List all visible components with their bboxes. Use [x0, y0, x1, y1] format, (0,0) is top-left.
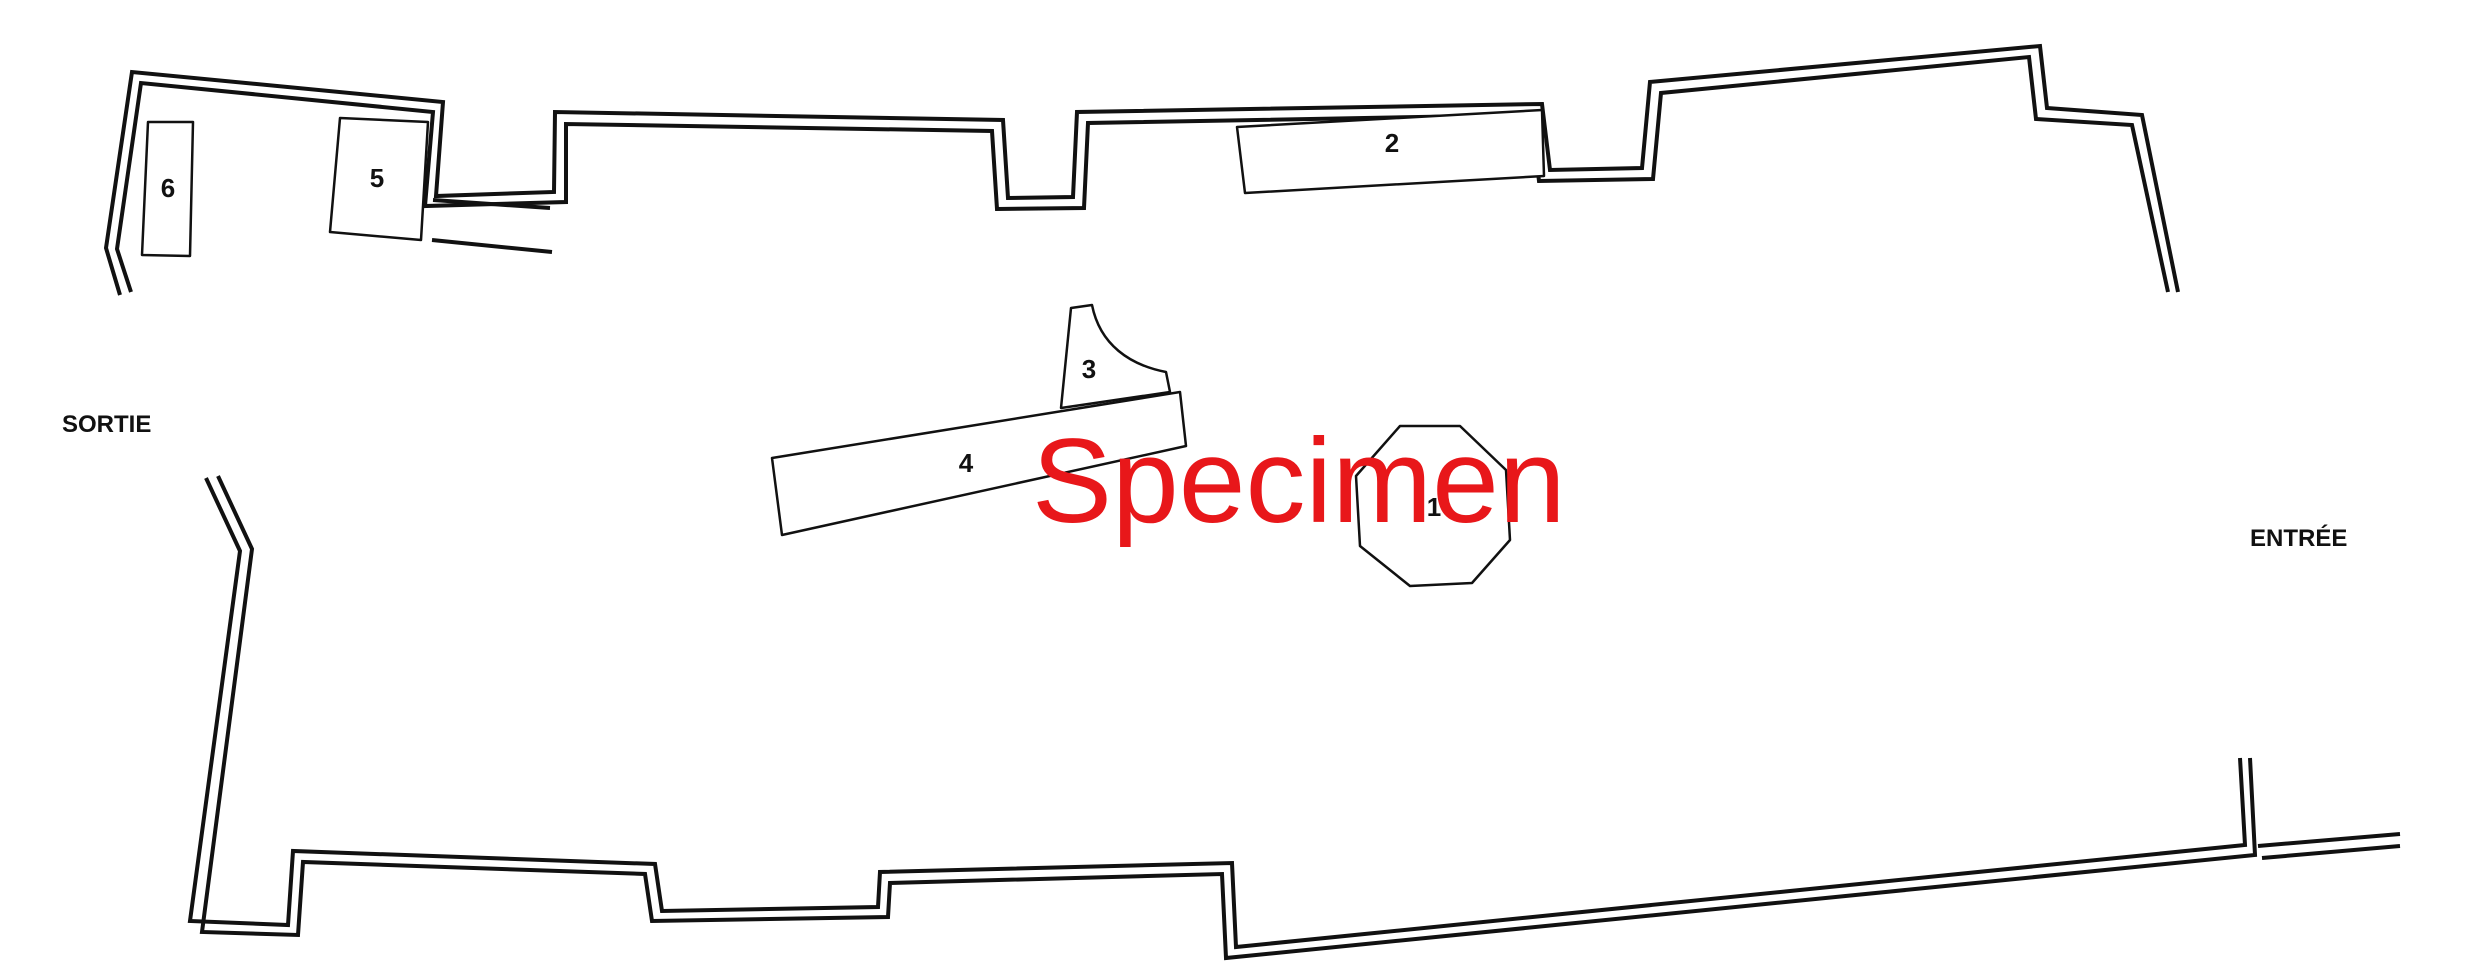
exhibit-1 [1354, 424, 1512, 588]
south-wall [187, 477, 2248, 950]
exhibit-3 [1059, 303, 1172, 410]
exhibit-number-4: 4 [959, 448, 974, 478]
specimen-watermark: Specimen [1032, 414, 1566, 548]
exhibit-6 [140, 120, 195, 258]
exhibit-number-6: 6 [161, 173, 175, 203]
exhibit-5 [328, 116, 430, 242]
exhibit-number-2: 2 [1385, 128, 1399, 158]
exhibit-numbers: 6 5 2 3 4 1 [161, 128, 1441, 522]
south-wall-inner [199, 475, 2258, 961]
walls [103, 43, 2401, 961]
north-wall-inner [114, 54, 2170, 293]
exhibit-number-1: 1 [1427, 492, 1441, 522]
exhibit-number-5: 5 [370, 163, 384, 193]
entrance-wall [2257, 832, 2401, 848]
north-wall [103, 43, 2180, 296]
exhibit-number-3: 3 [1082, 354, 1096, 384]
exhibits [140, 108, 1546, 588]
entrance-wall-inner [2261, 844, 2401, 860]
corridor-line [432, 198, 551, 210]
exhibit-4 [770, 390, 1188, 537]
entrance-label: ENTRÉE [2250, 524, 2347, 552]
corridor-line-2 [431, 238, 553, 254]
exit-label: SORTIE [62, 411, 151, 438]
exhibit-2 [1235, 108, 1546, 195]
